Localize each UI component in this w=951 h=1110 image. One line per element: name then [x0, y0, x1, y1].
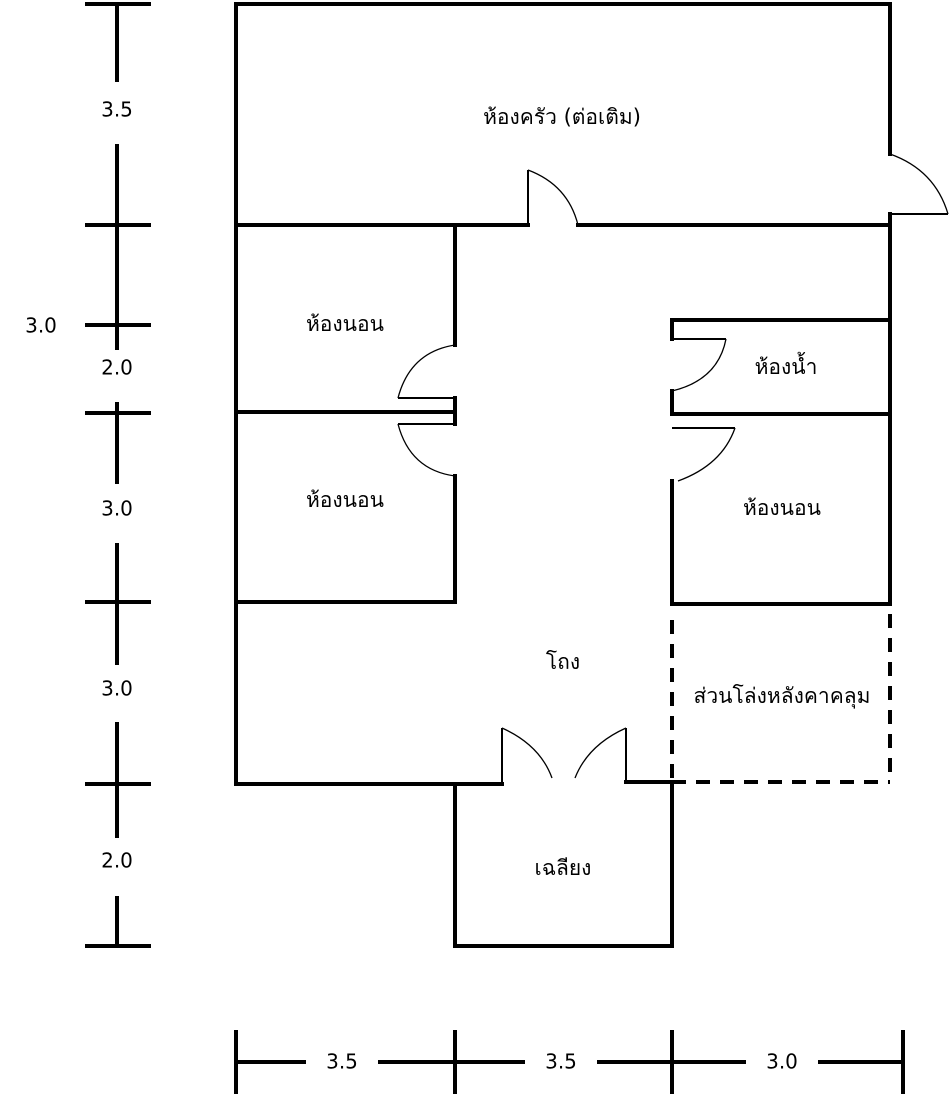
bedroom-3-label: ห้องนอน — [743, 496, 821, 520]
dim-v-4: 3.0 — [101, 497, 133, 521]
kitchen-door — [527, 169, 579, 226]
dim-v-1: 3.5 — [101, 98, 133, 122]
doors — [397, 153, 949, 784]
bedroom-2-label: ห้องนอน — [306, 488, 384, 512]
dim-h-3: 3.0 — [766, 1050, 798, 1074]
kitchen-label: ห้องครัว (ต่อเติม) — [483, 105, 641, 129]
vertical-dimensions: 3.5 3.0 2.0 3.0 3.0 2.0 — [25, 2, 151, 948]
dim-v-5: 3.0 — [101, 677, 133, 701]
walls — [234, 2, 892, 948]
bathroom-label: ห้องน้ำ — [755, 352, 818, 379]
bedroom-1-door — [397, 344, 456, 399]
dim-v-2: 3.0 — [25, 314, 57, 338]
horizontal-dimensions: 3.5 3.5 3.0 — [234, 1030, 905, 1094]
dim-v-3: 2.0 — [101, 356, 133, 380]
bedroom-1-label: ห้องนอน — [306, 312, 384, 336]
hall-label: โถง — [546, 650, 580, 674]
dim-v-6: 2.0 — [101, 849, 133, 873]
porch-label: เฉลียง — [535, 856, 592, 880]
bedroom-2-door — [397, 423, 456, 477]
covered-area-label: ส่วนโล่งหลังคาคลุม — [694, 684, 871, 709]
room-labels: ห้องครัว (ต่อเติม) ห้องนอน ห้องนอน ห้องน… — [306, 105, 870, 880]
porch-double-door — [501, 727, 627, 784]
bedroom-3-door — [672, 427, 736, 482]
dim-h-2: 3.5 — [545, 1050, 577, 1074]
bathroom-door — [671, 338, 727, 392]
kitchen-exterior-door — [889, 153, 949, 215]
dim-h-1: 3.5 — [326, 1050, 358, 1074]
